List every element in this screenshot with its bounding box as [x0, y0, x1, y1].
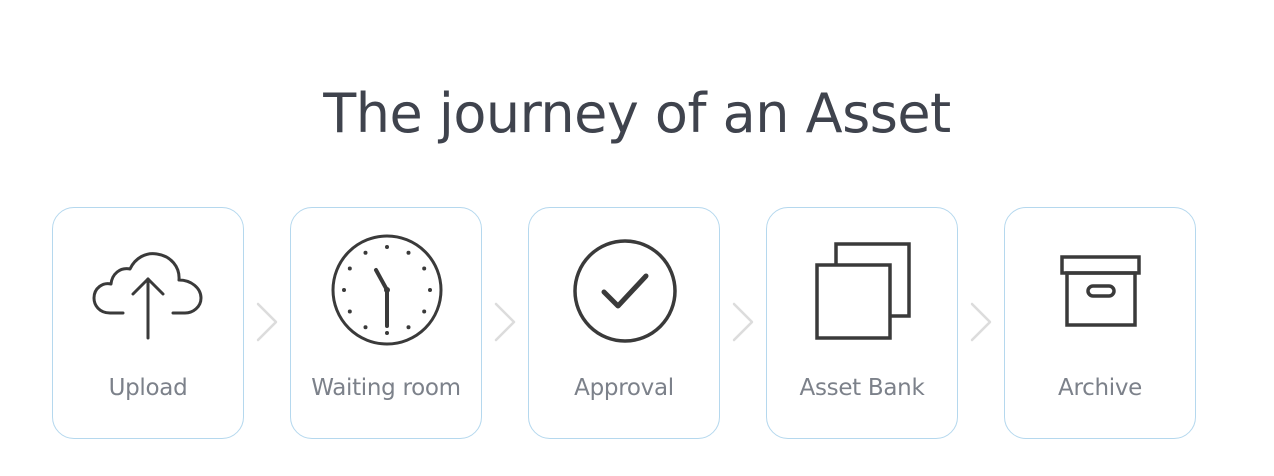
step-card-approval: Approval	[528, 207, 720, 439]
cloud-upload-icon	[53, 230, 243, 360]
step-card-asset-bank: Asset Bank	[766, 207, 958, 439]
step-card-waiting-room: Waiting room	[290, 207, 482, 439]
step-label-asset-bank: Asset Bank	[799, 375, 925, 401]
stacked-squares-icon	[767, 230, 957, 360]
archive-box-icon	[1005, 230, 1195, 360]
step-card-archive: Archive	[1004, 207, 1196, 439]
step-label-waiting-room: Waiting room	[311, 375, 461, 401]
page-title: The journey of an Asset	[323, 82, 951, 145]
step-label-upload: Upload	[108, 375, 188, 401]
chevron-right-icon	[726, 298, 762, 346]
step-label-archive: Archive	[1058, 375, 1142, 401]
chevron-right-icon	[250, 298, 286, 346]
clock-icon	[291, 230, 481, 360]
step-card-upload: Upload	[52, 207, 244, 439]
step-label-approval: Approval	[574, 375, 674, 401]
chevron-right-icon	[488, 298, 524, 346]
chevron-right-icon	[964, 298, 1000, 346]
checkmark-circle-icon	[529, 230, 719, 360]
